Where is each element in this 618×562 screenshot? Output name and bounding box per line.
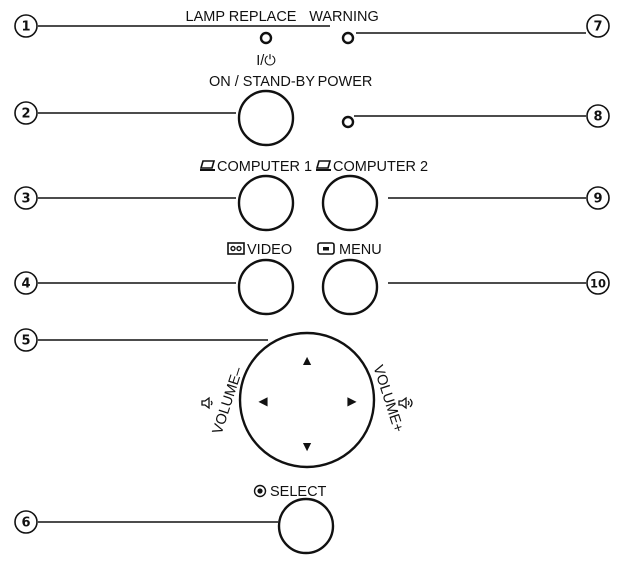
computer2-button[interactable] [321, 174, 379, 232]
power-indicator [341, 115, 355, 129]
callout-2: 2 [14, 101, 38, 125]
lamp-replace-label: LAMP REPLACE [186, 9, 297, 25]
speaker-low-icon [201, 396, 213, 410]
callout-9: 9 [586, 186, 610, 210]
lamp-replace-indicator [259, 31, 273, 45]
video-label: VIDEO [247, 242, 292, 258]
svg-text:1: 1 [21, 20, 30, 35]
on-standby-label: ON / STAND-BY [209, 74, 315, 90]
video-button[interactable] [237, 258, 295, 316]
power-label: POWER [318, 74, 373, 90]
menu-button[interactable] [321, 258, 379, 316]
svg-text:10: 10 [590, 277, 606, 291]
computer-icon [199, 160, 216, 171]
svg-text:8: 8 [593, 110, 602, 125]
menu-label: MENU [339, 242, 382, 258]
callout-6: 6 [14, 510, 38, 534]
svg-text:6: 6 [21, 516, 30, 531]
computer1-label: COMPUTER 1 [217, 159, 312, 175]
select-button[interactable] [277, 497, 335, 555]
arrow-left-button[interactable]: ◀ [258, 394, 268, 408]
callout-7: 7 [586, 14, 610, 38]
callout-5: 5 [14, 328, 38, 352]
callout-4: 4 [14, 271, 38, 295]
computer-icon [315, 160, 332, 171]
navigation-pad[interactable] [238, 331, 376, 469]
warning-label: WARNING [309, 9, 379, 25]
on-standby-symbol: I/⏻ [256, 53, 276, 69]
callout-3: 3 [14, 186, 38, 210]
callout-10: 10 [586, 271, 610, 295]
menu-icon [317, 242, 335, 255]
arrow-down-button[interactable]: ▼ [300, 438, 314, 454]
arrow-up-button[interactable]: ▲ [300, 352, 314, 368]
svg-text:2: 2 [21, 107, 30, 122]
speaker-high-icon [398, 396, 413, 410]
select-dot-icon [253, 484, 267, 498]
svg-text:9: 9 [593, 192, 602, 207]
select-label: SELECT [270, 484, 327, 500]
computer2-label: COMPUTER 2 [333, 159, 428, 175]
on-standby-button[interactable] [237, 89, 295, 147]
svg-text:3: 3 [21, 192, 30, 207]
svg-text:5: 5 [21, 334, 30, 349]
callout-8: 8 [586, 104, 610, 128]
arrow-right-button[interactable]: ▶ [347, 394, 357, 408]
computer1-button[interactable] [237, 174, 295, 232]
video-cassette-icon [227, 242, 245, 255]
svg-text:4: 4 [21, 277, 30, 292]
svg-text:7: 7 [593, 20, 602, 35]
warning-indicator [341, 31, 355, 45]
callout-1: 1 [14, 14, 38, 38]
